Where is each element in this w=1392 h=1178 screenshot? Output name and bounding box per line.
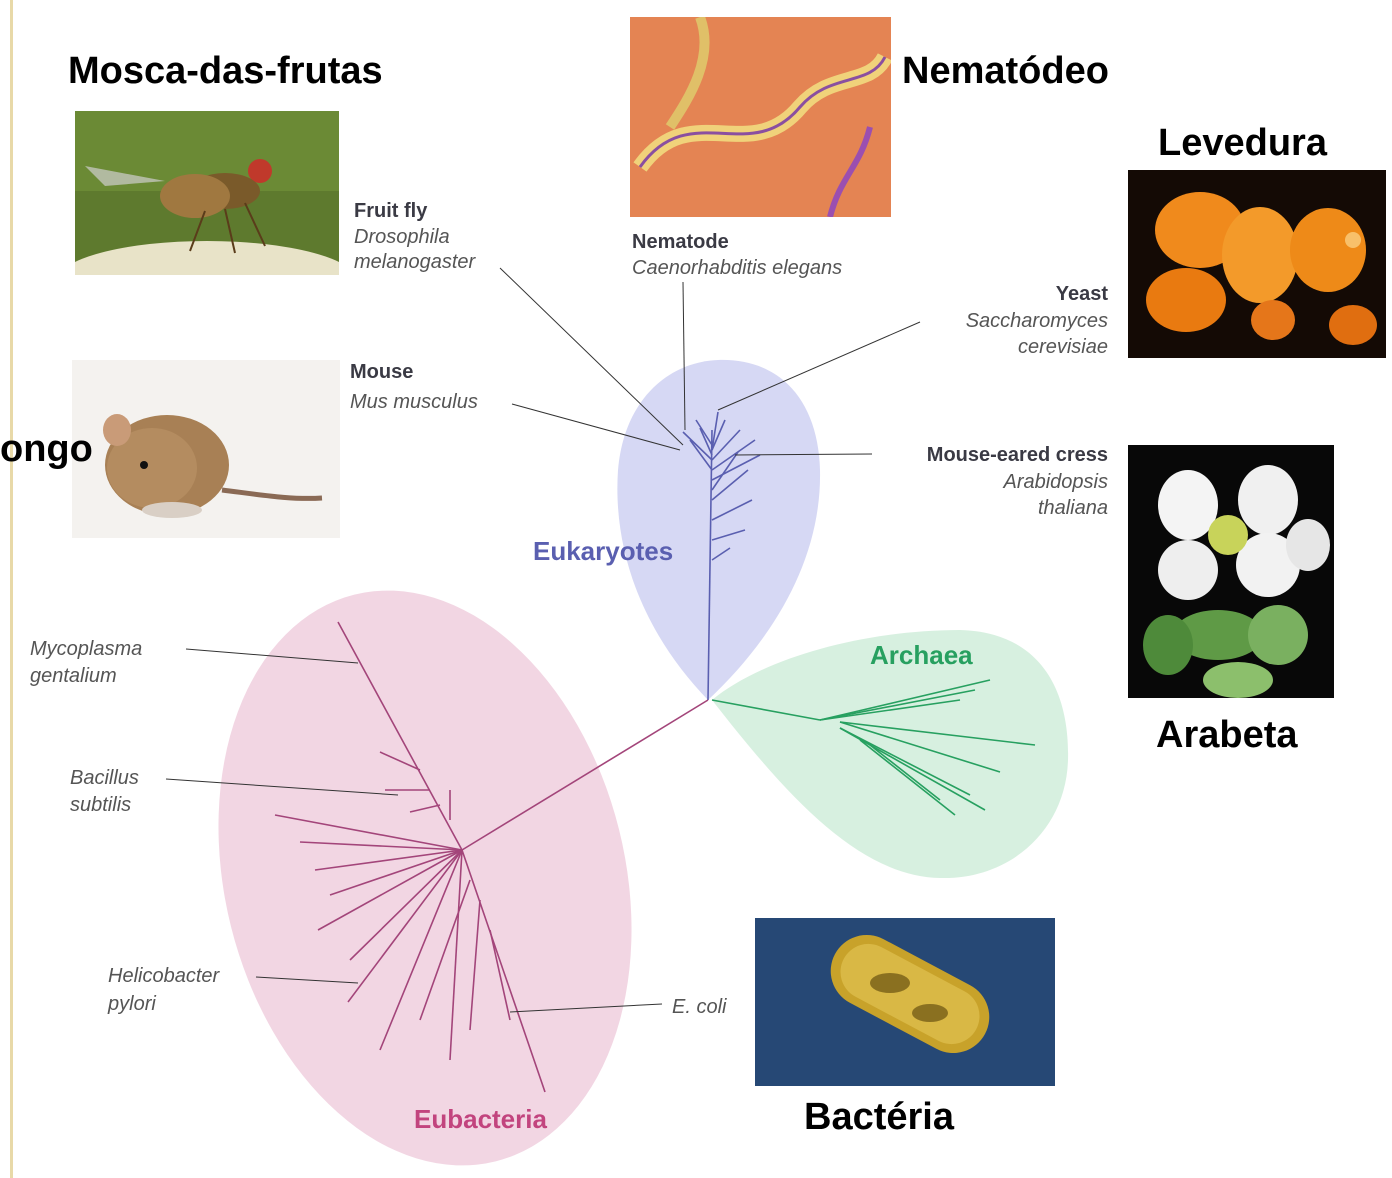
- species-common-yeast: Yeast: [1056, 283, 1109, 305]
- label-pt-fruit-fly: Mosca-das-frutas: [68, 52, 383, 90]
- fruit-fly-photo: [75, 111, 339, 275]
- mouse-photo: [72, 360, 340, 538]
- species-common-mouse: Mouse: [350, 361, 413, 383]
- species-sci-bacillus: Bacillus: [70, 767, 139, 789]
- species-sci2-fruit-fly: melanogaster: [354, 251, 477, 273]
- species-sci2-bacillus: subtilis: [70, 794, 131, 816]
- domain-label-archaea: Archaea: [870, 640, 973, 670]
- species-sci-nematode: Caenorhabditis elegans: [632, 257, 842, 279]
- label-pt-mouse: ongo: [0, 430, 93, 468]
- species-sci2-cress: thaliana: [1038, 497, 1108, 519]
- label-pt-nematode: Nematódeo: [902, 52, 1109, 90]
- nematode-photo: [630, 17, 891, 217]
- species-sci-ecoli: E. coli: [672, 996, 727, 1018]
- species-sci2-yeast: cerevisiae: [1018, 336, 1108, 358]
- species-common-cress: Mouse-eared cress: [927, 444, 1108, 466]
- species-common-nematode: Nematode: [632, 231, 729, 253]
- species-sci-yeast: Saccharomyces: [966, 310, 1108, 332]
- leader-fruit-fly: [500, 268, 683, 445]
- species-common-fruit-fly: Fruit fly: [354, 200, 428, 222]
- species-sci2-mycoplasma: gentalium: [30, 665, 117, 687]
- label-pt-cress: Arabeta: [1156, 716, 1298, 754]
- domain-label-eubacteria: Eubacteria: [414, 1104, 547, 1134]
- species-sci-mycoplasma: Mycoplasma: [30, 638, 142, 660]
- species-sci-mouse: Mus musculus: [350, 391, 478, 413]
- arabidopsis-photo: [1128, 445, 1334, 698]
- yeast-photo: [1128, 170, 1386, 358]
- label-pt-bacteria: Bactéria: [804, 1098, 954, 1136]
- bacterium-photo: [755, 918, 1055, 1086]
- species-sci-cress: Arabidopsis: [1002, 471, 1108, 493]
- domain-label-eukaryotes: Eukaryotes: [533, 536, 673, 566]
- species-sci2-helicobacter: pylori: [107, 993, 156, 1015]
- species-sci-fruit-fly: Drosophila: [354, 226, 450, 248]
- species-sci-helicobacter: Helicobacter: [108, 965, 221, 987]
- label-pt-yeast: Levedura: [1158, 124, 1327, 162]
